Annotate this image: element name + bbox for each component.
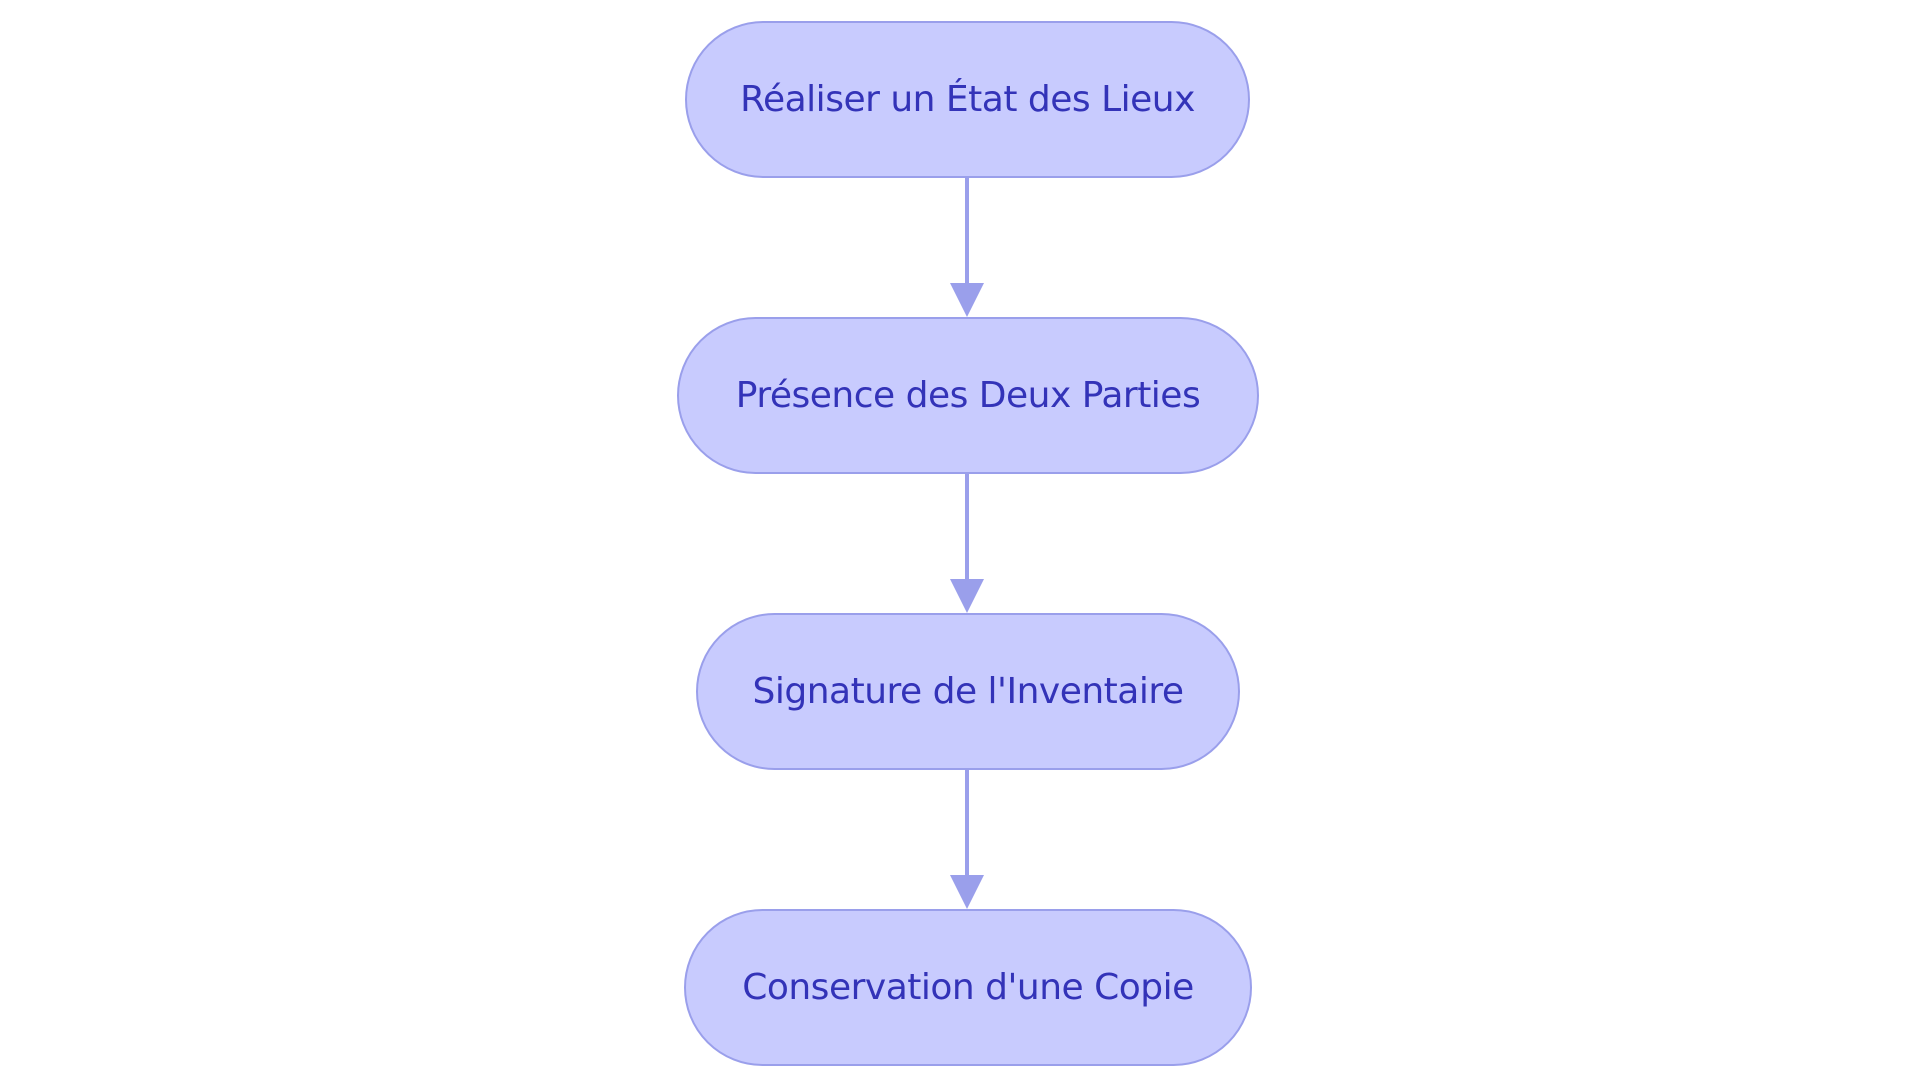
arrowhead-icon — [950, 283, 984, 317]
flow-node-conservation-copie: Conservation d'une Copie — [684, 909, 1252, 1066]
flow-node-presence-deux-parties: Présence des Deux Parties — [677, 317, 1259, 474]
flow-node-signature-inventaire: Signature de l'Inventaire — [696, 613, 1240, 770]
node-label: Réaliser un État des Lieux — [740, 79, 1195, 120]
edge-3-to-4 — [950, 770, 984, 909]
arrowhead-icon — [950, 579, 984, 613]
edge-2-to-3 — [950, 474, 984, 613]
node-label: Signature de l'Inventaire — [752, 671, 1185, 712]
arrowhead-icon — [950, 875, 984, 909]
node-label: Présence des Deux Parties — [735, 375, 1201, 416]
flow-node-etat-des-lieux: Réaliser un État des Lieux — [685, 21, 1250, 178]
node-label: Conservation d'une Copie — [742, 967, 1194, 1008]
edge-1-to-2 — [950, 178, 984, 317]
